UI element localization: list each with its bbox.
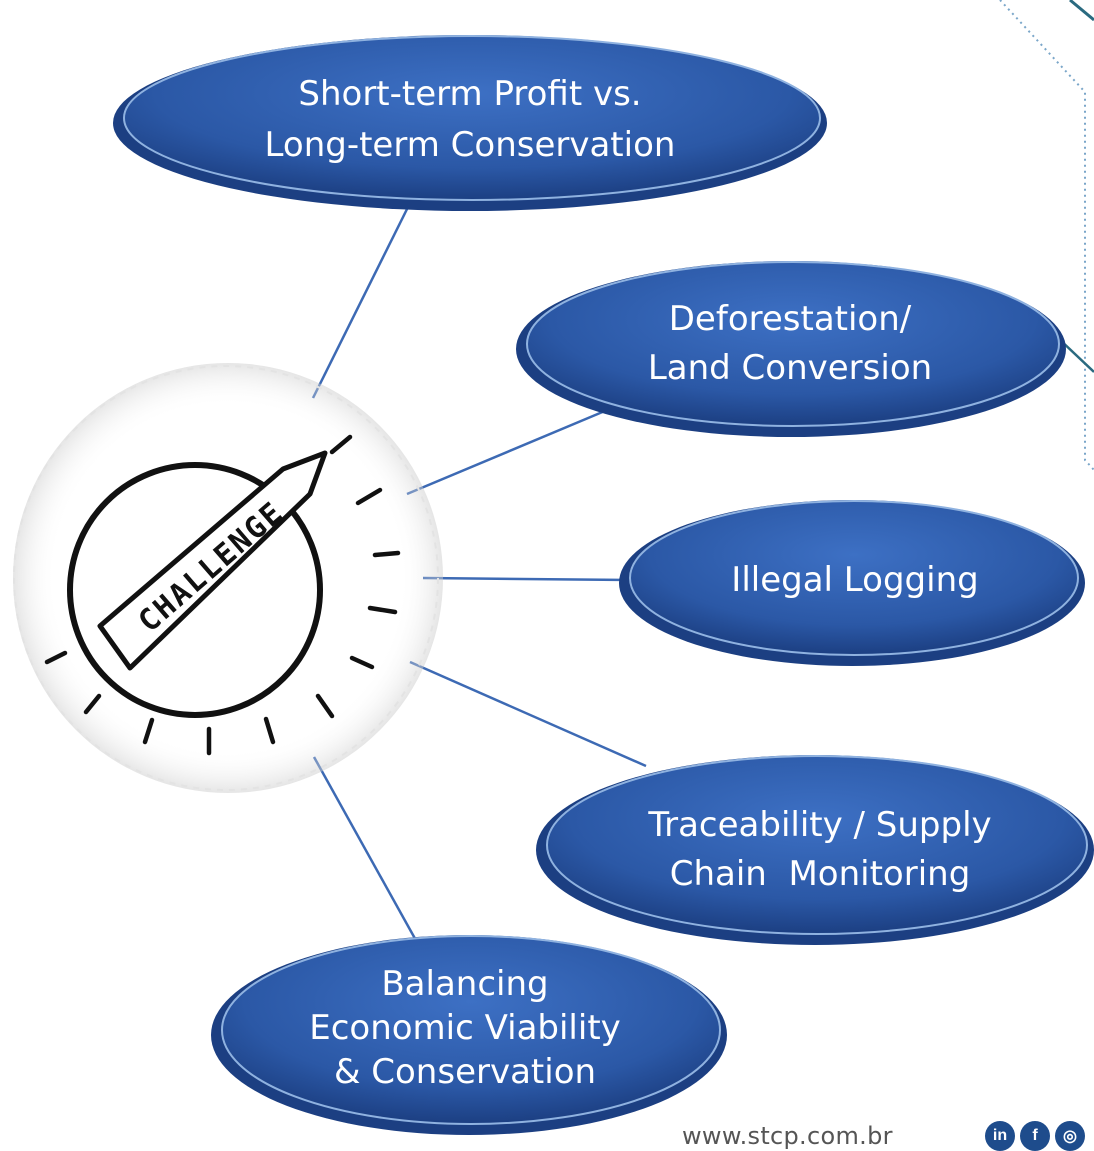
nodes <box>113 35 1094 1135</box>
connector-logging <box>422 576 631 582</box>
ray-marks <box>44 434 401 756</box>
linkedin-icon[interactable]: in <box>985 1121 1015 1151</box>
connector-balancing <box>312 756 420 945</box>
connector-deforestation <box>406 406 613 496</box>
facebook-icon[interactable]: f <box>1020 1121 1050 1151</box>
decorative-dotted-frame <box>999 0 1094 471</box>
instagram-icon[interactable]: ◎ <box>1055 1121 1085 1151</box>
connector-profit <box>311 194 416 399</box>
connector-traceability <box>409 660 647 768</box>
node-deforestation <box>516 261 1066 437</box>
node-logging <box>619 500 1085 666</box>
decorative-corner-line <box>1069 0 1094 22</box>
node-balancing <box>211 935 727 1135</box>
node-profit <box>113 35 827 211</box>
challenge-badge: CHALLENGE <box>13 363 443 793</box>
node-traceability <box>536 755 1094 945</box>
footer-url[interactable]: www.stcp.com.br <box>682 1122 893 1150</box>
